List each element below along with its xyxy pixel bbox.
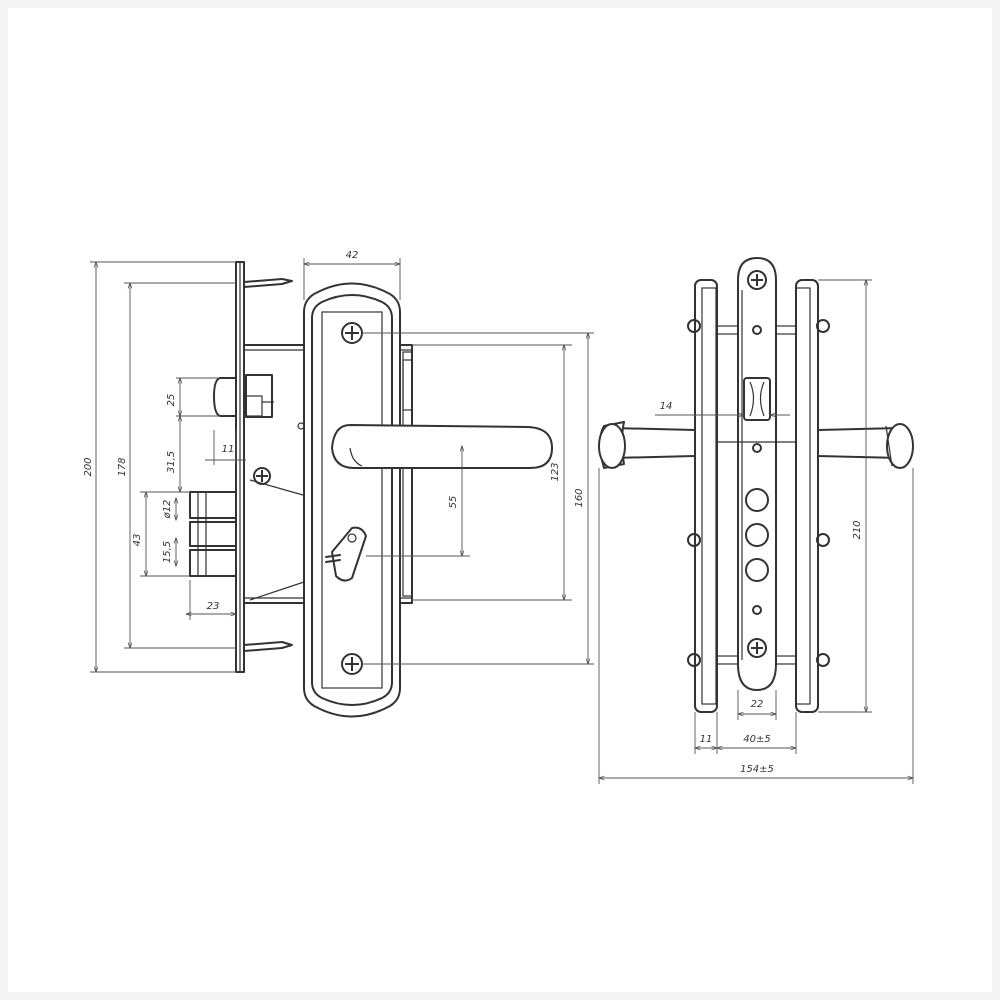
case-screw [253, 467, 271, 485]
dim-label-210: 210 [852, 520, 863, 539]
drawing-sheet [8, 8, 992, 992]
dim-label-43: 43 [132, 534, 143, 547]
dimension-labels: 200 178 25 11 31,5 43 ø12 15,5 23 42 55 … [83, 250, 863, 775]
dim-label-23: 23 [207, 601, 220, 612]
dim-label-11-face: 11 [700, 734, 713, 745]
side-view [598, 257, 914, 713]
side-plate-outer [687, 279, 718, 713]
plate-screw-top [341, 322, 363, 344]
dim-label-160: 160 [574, 488, 585, 507]
case-lug [402, 359, 413, 411]
dimension-lines [90, 258, 913, 784]
dim-label-11-latch: 11 [222, 444, 235, 455]
dim-label-25: 25 [166, 394, 177, 407]
dim-label-15-5: 15,5 [162, 541, 173, 563]
face-hole-2 [752, 443, 762, 453]
latch-bolt [213, 374, 274, 418]
escutcheon-plate [303, 282, 401, 718]
plate-screw-bottom [341, 653, 363, 675]
dim-label-178: 178 [117, 457, 128, 476]
thumb-turn [325, 526, 367, 582]
latch-window [743, 377, 771, 421]
face-screw-bottom [747, 638, 767, 658]
dead-bolts [189, 491, 237, 577]
dim-label-14: 14 [660, 401, 673, 412]
dim-label-40-5: 40±5 [743, 734, 770, 745]
dim-label-d12: ø12 [162, 500, 173, 520]
lock-front-face [737, 257, 777, 691]
dim-label-55: 55 [448, 496, 459, 509]
mounting-nail-bottom [243, 641, 293, 652]
dim-label-123: 123 [550, 462, 561, 481]
side-plate-inner [795, 279, 830, 713]
handle-left [598, 421, 696, 469]
face-screw-top [747, 270, 767, 290]
dim-label-154-5: 154±5 [740, 764, 774, 775]
handle-right [817, 423, 914, 469]
dim-label-42: 42 [346, 250, 359, 261]
spindle-hole [297, 422, 305, 430]
mounting-nail-top [243, 278, 293, 288]
face-hole-3 [752, 605, 762, 615]
bolt-ends [745, 488, 769, 582]
dim-label-31-5: 31,5 [166, 451, 177, 473]
dim-label-200: 200 [83, 457, 94, 476]
front-view [189, 261, 553, 718]
dim-label-22: 22 [751, 699, 764, 710]
lever-handle [331, 424, 553, 469]
face-hole-1 [752, 325, 762, 335]
